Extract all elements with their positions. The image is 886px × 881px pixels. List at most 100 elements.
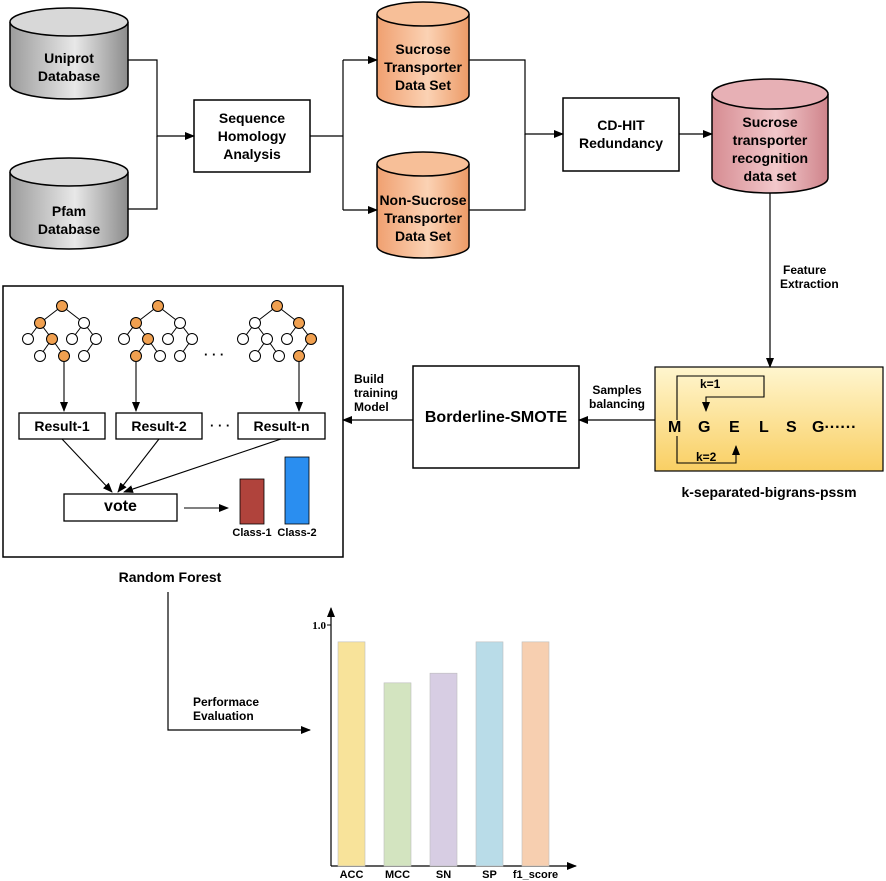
homology-line-3: Analysis	[223, 146, 281, 162]
tree-dots: · · ·	[204, 347, 225, 362]
result-2-label: Result-2	[131, 418, 187, 434]
connectors	[128, 56, 774, 734]
x-tick-label: f1_score	[513, 869, 558, 881]
bar-sn	[429, 672, 458, 867]
recognition-line-4: data set	[743, 168, 797, 184]
class-2-label: Class-2	[277, 527, 317, 539]
pssm-letter-m: M	[668, 419, 682, 436]
tree-node	[66, 333, 78, 345]
tree-node	[34, 350, 46, 362]
decision-tree-2	[118, 300, 198, 412]
non-sucrose-label: Non-Sucrose Transporter Data Set	[370, 191, 476, 245]
tree-node-active	[271, 300, 283, 312]
tree-node-active	[130, 350, 142, 362]
build-line-2: training	[354, 386, 398, 400]
sucrose-label: Sucrose Transporter Data Set	[377, 40, 469, 94]
recognition-label: Sucrose transporter recognition data set	[712, 113, 828, 185]
homology-line-2: Homology	[217, 128, 287, 144]
non-sucrose-dataset-cylinder	[376, 151, 470, 259]
x-tick-label: MCC	[385, 869, 410, 881]
sucrose-line-3: Data Set	[394, 77, 452, 93]
samples-line-1: Samples	[592, 383, 642, 397]
tree-node	[237, 333, 249, 345]
feature-line-2: Extraction	[780, 277, 839, 291]
bar-acc	[337, 641, 366, 867]
uniprot-label: Uniprot Database	[29, 49, 109, 85]
result-2-box	[115, 412, 203, 440]
vote-label: vote	[104, 498, 137, 515]
decision-tree-3	[237, 300, 317, 412]
bar-mcc	[383, 682, 412, 867]
tree-node	[78, 350, 90, 362]
k1-label: k=1	[700, 377, 721, 391]
build-line-3: Model	[354, 400, 389, 414]
tree-node-active	[46, 333, 58, 345]
class-1-bar	[239, 478, 265, 525]
pssm-box	[654, 366, 884, 472]
non-sucrose-line-1: Non-Sucrose	[379, 192, 467, 208]
y-tick-label: 1.0	[312, 620, 326, 632]
performance-label: Performace Evaluation	[193, 695, 259, 723]
tree-node-active	[34, 317, 46, 329]
tree-node-active	[56, 300, 68, 312]
homology-line-1: Sequence	[218, 110, 286, 126]
bar-sp	[475, 641, 504, 867]
result-1-label: Result-1	[34, 418, 90, 434]
feature-line-1: Feature	[783, 263, 827, 277]
tree-node-active	[293, 350, 305, 362]
tree-node-active	[130, 317, 142, 329]
sucrose-line-1: Sucrose	[395, 41, 451, 57]
bar-f1-score	[521, 641, 550, 867]
pfam-label: Pfam Database	[29, 202, 109, 238]
tree-node-active	[293, 317, 305, 329]
pssm-letter-l: L	[759, 419, 769, 436]
random-forest-caption: Random Forest	[118, 569, 222, 585]
tree-node	[174, 350, 186, 362]
cdhit-box	[562, 97, 680, 172]
pssm-letter-e: E	[729, 419, 740, 436]
cdhit-label: CD-HIT Redundancy	[563, 116, 679, 152]
homology-box	[193, 99, 311, 173]
tree-node	[281, 333, 293, 345]
x-tick-label: SP	[482, 869, 497, 881]
feature-extraction-label: Feature Extraction	[780, 263, 839, 291]
x-tick-label: SN	[436, 869, 451, 881]
samples-balancing-label: Samples balancing	[584, 383, 650, 411]
performance-line-1: Performace	[193, 695, 260, 709]
uniprot-database-cylinder	[9, 7, 129, 100]
tree-node	[273, 350, 285, 362]
result-dots: · · ·	[210, 418, 231, 433]
uniprot-line-2: Database	[37, 68, 101, 84]
result-1-box	[18, 412, 106, 440]
build-training-label: Build training Model	[354, 372, 398, 414]
sucrose-line-2: Transporter	[384, 59, 462, 75]
decision-trees	[22, 300, 317, 412]
borderline-smote-label: Borderline-SMOTE	[424, 409, 568, 426]
tree-node-active	[305, 333, 317, 345]
tree-node	[249, 317, 261, 329]
tree-node	[154, 350, 166, 362]
tree-node	[249, 350, 261, 362]
sucrose-dataset-cylinder	[376, 1, 470, 108]
borderline-smote-box	[412, 365, 580, 469]
tree-node	[78, 317, 90, 329]
result-n-label: Result-n	[253, 418, 310, 434]
build-line-1: Build	[354, 372, 384, 386]
pssm-bracket-arrows	[676, 375, 765, 464]
pssm-letter-s: S	[786, 419, 797, 436]
tree-node	[261, 333, 273, 345]
pssm-caption: k-separated-bigrans-pssm	[681, 484, 857, 500]
pfam-line-1: Pfam	[51, 203, 87, 219]
pfam-database-cylinder	[9, 157, 129, 250]
recognition-dataset-cylinder	[711, 78, 829, 194]
tree-node-active	[142, 333, 154, 345]
cdhit-line-2: Redundancy	[578, 135, 663, 151]
samples-line-2: balancing	[588, 397, 645, 411]
tree-node	[174, 317, 186, 329]
non-sucrose-line-2: Transporter	[384, 210, 462, 226]
recognition-line-2: transporter	[732, 132, 808, 148]
pssm-letter-g: G	[698, 419, 711, 436]
tree-node-active	[152, 300, 164, 312]
